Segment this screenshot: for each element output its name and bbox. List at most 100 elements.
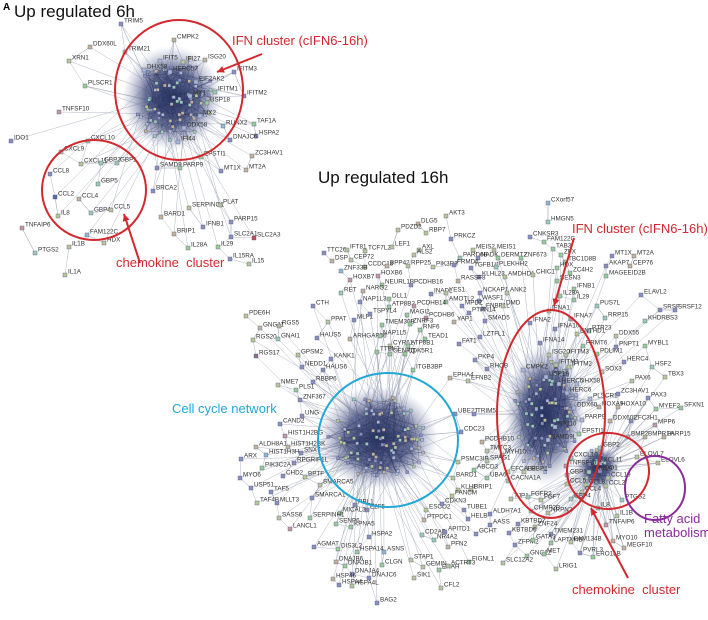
gene-label: PARD6B bbox=[463, 252, 488, 259]
gene-node: PTPDC1 bbox=[421, 514, 452, 523]
node-marker bbox=[421, 517, 427, 523]
node-marker bbox=[76, 196, 82, 202]
gene-label: CYR61 bbox=[393, 340, 414, 347]
node-marker bbox=[532, 524, 538, 530]
gene-label: TAF5 bbox=[274, 486, 289, 493]
gene-node: DERMT2 bbox=[495, 252, 527, 261]
gene-node: MX1 bbox=[187, 90, 206, 99]
gene-node: ALDH7A1 bbox=[487, 508, 521, 517]
cellcycle-circle bbox=[317, 372, 459, 508]
gene-node: BAG2 bbox=[374, 597, 397, 606]
gene-label: IL28A bbox=[563, 290, 580, 297]
gene-node: PARP9 bbox=[177, 162, 204, 171]
gene-node: HOXA10 bbox=[615, 401, 646, 410]
gene-label: MICAL3 bbox=[343, 507, 366, 514]
node-marker bbox=[333, 521, 339, 527]
node-marker bbox=[82, 83, 88, 89]
gene-node: HAUS5 bbox=[314, 332, 341, 341]
gene-node: KHDRBS3 bbox=[642, 315, 678, 324]
gene-label: TAB3 bbox=[556, 243, 572, 250]
gene-node: PNPT1 bbox=[613, 341, 640, 350]
node-marker bbox=[411, 303, 417, 309]
gene-node: DMD bbox=[500, 300, 521, 309]
gene-node: SAMD9 bbox=[154, 162, 182, 171]
gene-label: PAX6 bbox=[635, 375, 651, 382]
chemokine-6h-circle bbox=[41, 139, 147, 241]
gene-label: PTPDC1 bbox=[427, 514, 452, 521]
gene-label: HERC57 bbox=[173, 66, 198, 73]
gene-node: DNAJB1 bbox=[342, 560, 373, 569]
gene-node: CCDC18 bbox=[362, 261, 394, 270]
node-marker bbox=[550, 246, 556, 252]
gene-label: ACTRT3 bbox=[451, 560, 476, 567]
node-marker bbox=[374, 600, 380, 606]
gene-label: FGFR2 bbox=[531, 491, 552, 498]
node-marker bbox=[253, 133, 259, 139]
node-marker bbox=[614, 513, 620, 519]
gene-node: KPNA5 bbox=[348, 521, 375, 530]
gene-label: PCDHB10 bbox=[485, 436, 515, 443]
node-marker bbox=[295, 352, 301, 358]
node-marker bbox=[545, 437, 551, 443]
node-marker bbox=[583, 482, 589, 488]
node-marker bbox=[333, 559, 339, 565]
node-marker bbox=[607, 418, 613, 424]
gene-node: TAB3 bbox=[550, 243, 572, 252]
gene-node: IFITM1 bbox=[212, 86, 238, 95]
node-marker bbox=[362, 264, 368, 270]
gene-label: IFNB1 bbox=[206, 221, 224, 228]
gene-label: TRIM5 bbox=[124, 18, 143, 25]
gene-node: CDKN3 bbox=[439, 498, 467, 507]
gene-node: GATA3 bbox=[530, 534, 556, 543]
node-marker bbox=[215, 244, 221, 250]
gene-label: APITD1 bbox=[448, 526, 471, 533]
node-marker bbox=[594, 303, 600, 309]
gene-node: KLHL bbox=[455, 484, 477, 493]
node-marker bbox=[508, 496, 514, 502]
gene-node: NCKAP1 bbox=[477, 287, 509, 296]
gene-node: CMPK2 bbox=[171, 34, 199, 43]
arrow-chemokine-6h bbox=[122, 213, 141, 264]
node-marker bbox=[348, 524, 354, 530]
gene-label: MYEF2 bbox=[659, 403, 680, 410]
gene-node: DDX58 bbox=[181, 122, 208, 131]
gene-label: RET bbox=[344, 287, 357, 294]
gene-node: ESCO2 bbox=[423, 504, 451, 513]
node-marker bbox=[114, 160, 120, 166]
node-marker bbox=[360, 288, 366, 294]
node-marker bbox=[389, 244, 395, 250]
gene-node: NRPN2 bbox=[545, 507, 573, 516]
gene-label: PCDHB6 bbox=[429, 312, 455, 319]
node-marker bbox=[568, 496, 574, 502]
gene-node: UBA6 bbox=[484, 472, 507, 481]
node-marker bbox=[642, 318, 648, 324]
node-marker bbox=[87, 44, 93, 50]
gene-label: CXorf57 bbox=[551, 197, 575, 204]
gene-label: EPSTI1 bbox=[582, 428, 604, 435]
node-marker bbox=[579, 417, 585, 423]
gene-node: TNFAIP6 bbox=[19, 222, 51, 231]
gene-label: MT2A bbox=[637, 250, 655, 257]
gene-label: MET bbox=[547, 548, 560, 555]
node-marker bbox=[307, 515, 313, 521]
gene-label: MEIS1 bbox=[497, 244, 516, 251]
gene-label: RBBP6 bbox=[316, 376, 337, 383]
node-marker bbox=[448, 236, 454, 242]
node-marker bbox=[597, 468, 603, 474]
gene-label: PCDHB16 bbox=[414, 279, 444, 286]
gene-label: PLSCR1 bbox=[593, 393, 618, 400]
node-marker bbox=[634, 454, 640, 460]
node-marker bbox=[480, 306, 486, 312]
node-marker bbox=[537, 340, 543, 346]
node-marker bbox=[416, 247, 422, 253]
gene-node: FIGNL1 bbox=[466, 556, 495, 565]
gene-label: HERC4 bbox=[627, 356, 649, 363]
node-marker bbox=[548, 531, 554, 537]
gene-node: APITD1 bbox=[442, 526, 471, 535]
gene-node: SRSF bbox=[657, 304, 680, 313]
node-marker bbox=[243, 313, 249, 319]
node-marker bbox=[603, 263, 609, 269]
gene-label: ALDH8A1 bbox=[259, 441, 287, 448]
node-marker bbox=[484, 448, 490, 454]
node-marker bbox=[527, 320, 533, 326]
